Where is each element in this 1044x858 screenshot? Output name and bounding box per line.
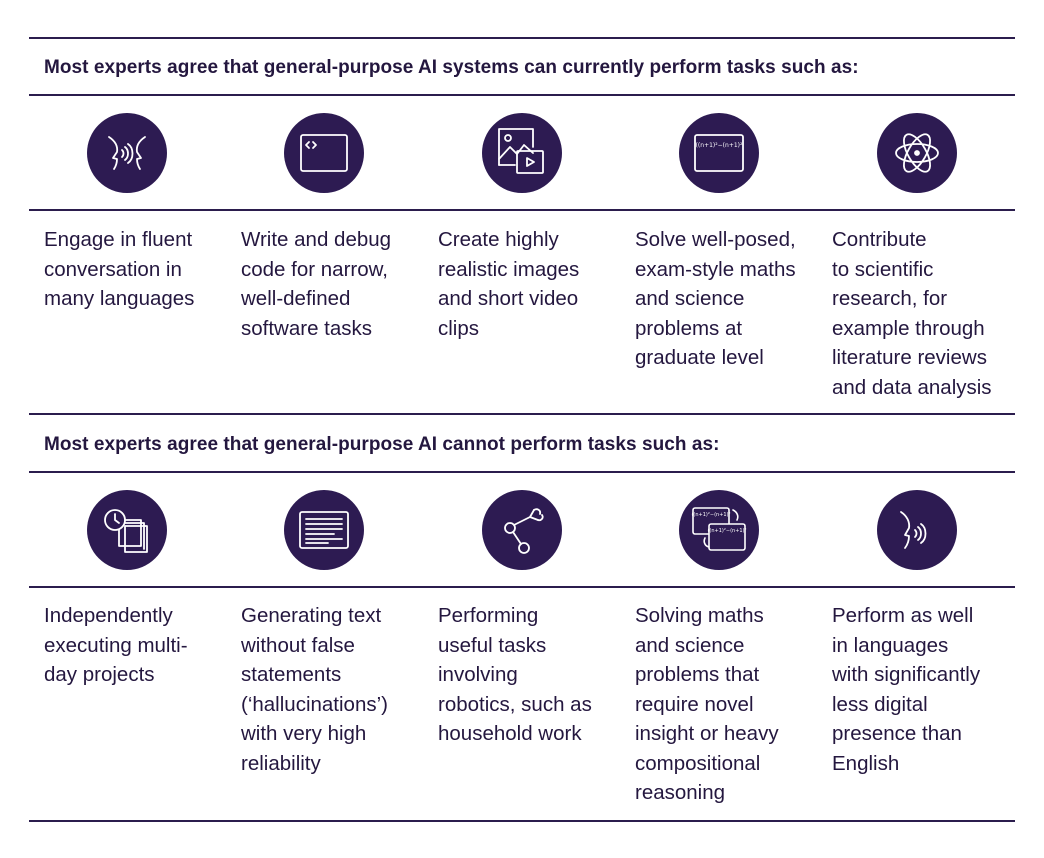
divider: [29, 820, 1015, 822]
can-item-4: Contribute to scientific research, for e…: [832, 225, 1012, 402]
line: Create highly: [438, 228, 559, 251]
divider: [29, 471, 1015, 473]
stacked-equations-icon: ((n+1)²−(n+1)² ((n+1)²−(n+1)²: [679, 490, 759, 570]
line: Perform as well: [832, 604, 974, 627]
equation-window-icon: ((n+1)²−(n+1)²: [679, 113, 759, 193]
line: and short video: [438, 287, 579, 310]
can-section-heading: Most experts agree that general-purpose …: [44, 57, 859, 78]
svg-text:((n+1)²−(n+1)²: ((n+1)²−(n+1)²: [707, 528, 746, 534]
line: graduate level: [635, 346, 764, 369]
speaking-head-icon: [877, 490, 957, 570]
line: literature reviews: [832, 346, 987, 369]
line: require novel: [635, 692, 754, 716]
line: well-defined: [241, 287, 351, 310]
clock-pages-icon: [87, 490, 167, 570]
line: presence than: [832, 722, 962, 745]
image-video-icon: [482, 113, 562, 193]
code-window-icon: [284, 113, 364, 193]
cannot-item-0: Independently executing multi- day proje…: [44, 601, 224, 690]
line: insight or heavy: [635, 722, 779, 745]
line: less digital: [832, 692, 928, 716]
line: research, for: [832, 287, 948, 310]
line: Write and debug: [241, 228, 392, 251]
divider: [29, 37, 1015, 39]
line: (‘hallucinations’): [241, 692, 388, 716]
cannot-item-1: Generating text without false statements…: [241, 601, 421, 778]
text-document-icon: [284, 490, 364, 570]
can-item-1: Write and debug code for narrow, well-de…: [241, 225, 421, 343]
can-item-0: Engage in fluent conversation in many la…: [44, 225, 224, 314]
line: conversation in: [44, 257, 182, 281]
cannot-section-heading: Most experts agree that general-purpose …: [44, 434, 720, 455]
line: with significantly: [832, 663, 981, 686]
line: compositional: [635, 751, 761, 775]
line: example through: [832, 316, 985, 340]
cannot-item-3: Solving maths and science problems that …: [635, 601, 815, 808]
cannot-item-4: Perform as well in languages with signif…: [832, 601, 1012, 778]
line: day projects: [44, 663, 155, 686]
svg-text:((n+1)²−(n+1)²: ((n+1)²−(n+1)²: [691, 512, 730, 518]
line: useful tasks: [438, 633, 547, 657]
line: statements: [241, 663, 342, 686]
line: Solve well-posed,: [635, 228, 796, 251]
line: exam-style maths: [635, 257, 796, 281]
line: reasoning: [635, 781, 726, 804]
line: English: [832, 751, 900, 775]
line: many languages: [44, 287, 195, 310]
line: household work: [438, 722, 582, 745]
line: Contribute: [832, 228, 927, 251]
can-item-3: Solve well-posed, exam-style maths and s…: [635, 225, 815, 373]
line: problems at: [635, 316, 743, 340]
line: clips: [438, 316, 480, 340]
line: with very high: [241, 722, 367, 745]
can-item-2: Create highly realistic images and short…: [438, 225, 618, 343]
divider: [29, 586, 1015, 588]
line: involving: [438, 663, 518, 686]
line: code for narrow,: [241, 257, 388, 281]
atom-icon: [877, 113, 957, 193]
line: Engage in fluent: [44, 228, 193, 251]
line: Independently: [44, 604, 173, 627]
line: executing multi-: [44, 633, 188, 657]
line: reliability: [241, 751, 321, 775]
speech-icon: [87, 113, 167, 193]
svg-text:((n+1)²−(n+1)²: ((n+1)²−(n+1)²: [696, 142, 743, 149]
cannot-item-2: Performing useful tasks involving roboti…: [438, 601, 618, 749]
divider: [29, 413, 1015, 415]
robot-arm-icon: [482, 490, 562, 570]
line: in languages: [832, 633, 949, 657]
line: software tasks: [241, 316, 373, 340]
line: without false: [241, 633, 355, 657]
line: Solving maths: [635, 604, 764, 627]
line: and science: [635, 633, 745, 657]
line: Generating text: [241, 604, 382, 627]
divider: [29, 209, 1015, 211]
line: and data analysis: [832, 375, 992, 399]
line: to scientific: [832, 257, 934, 281]
line: Performing: [438, 604, 539, 627]
line: realistic images: [438, 257, 580, 281]
divider: [29, 94, 1015, 96]
line: robotics, such as: [438, 692, 592, 716]
line: problems that: [635, 663, 760, 686]
line: and science: [635, 287, 745, 310]
